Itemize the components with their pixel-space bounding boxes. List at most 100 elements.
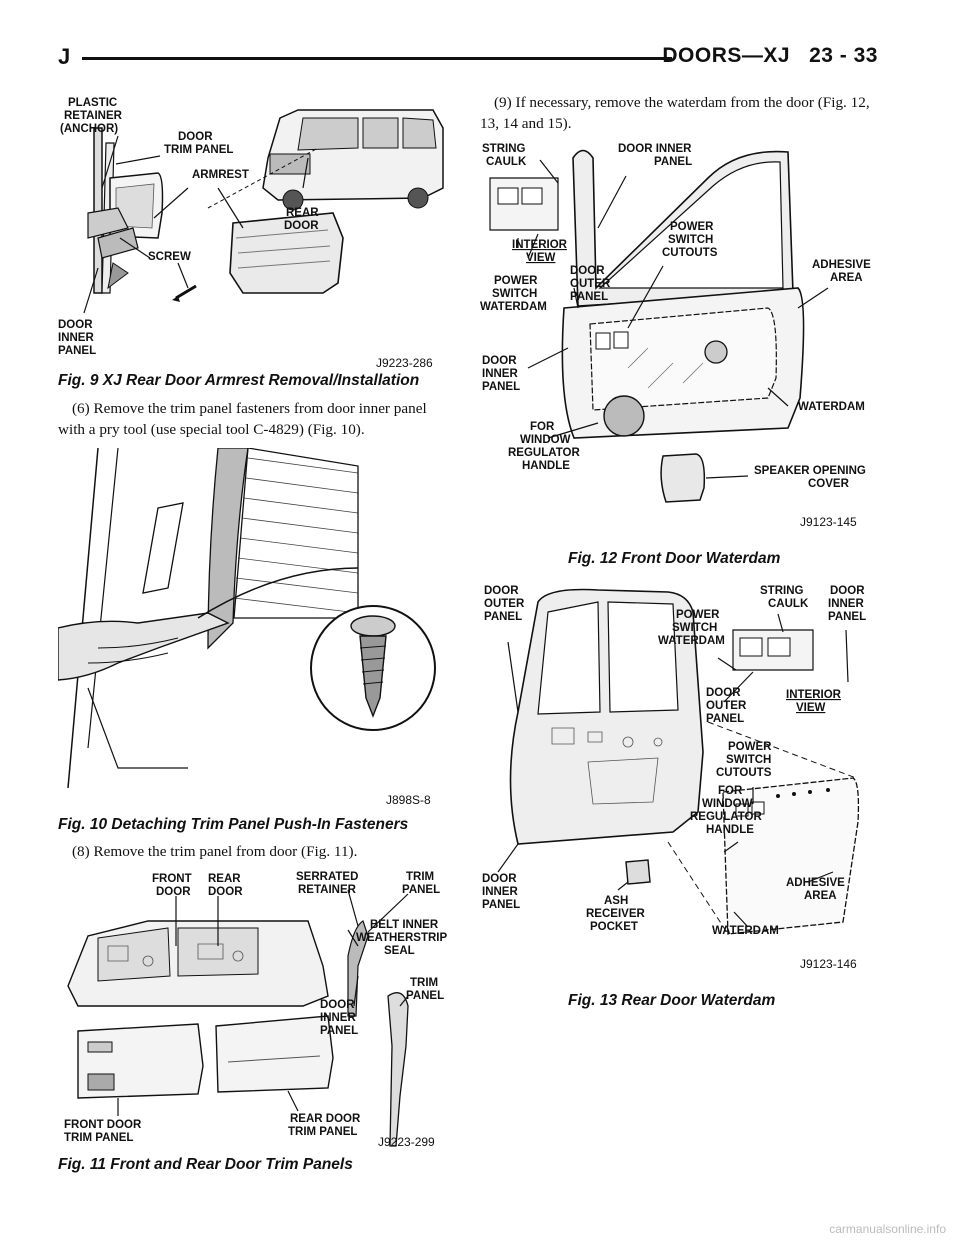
fig12-label-dip-2: PANEL <box>654 156 692 168</box>
fig12-label-pwr-1: POWER <box>670 221 714 233</box>
fig9-label-plastic-3: (ANCHOR) <box>60 123 118 135</box>
fig11-label-serrated-2: RETAINER <box>298 884 357 896</box>
fig13-label-for-1: FOR <box>718 785 743 797</box>
step-6-text: (6) Remove the trim panel fasteners from… <box>58 400 427 438</box>
fig10-hand <box>58 613 228 680</box>
header-section-title: DOORS—XJ <box>662 44 791 67</box>
step-9-text: (9) If necessary, remove the waterdam fr… <box>480 94 870 132</box>
fig11-rear-panel <box>216 1016 333 1092</box>
fig11-label-inner-3: PANEL <box>320 1025 358 1037</box>
fig11-illustration: FRONT DOOR REAR DOOR SERRATED RETAINER T… <box>58 866 458 1152</box>
fig12-speaker-cover <box>661 454 704 502</box>
fig13-label-waterdam: WATERDAM <box>712 925 779 937</box>
fig12-label-pwr-2: SWITCH <box>668 234 713 246</box>
fig12-label-dop-2: OUTER <box>570 278 611 290</box>
fig9-label-rear-1: REAR <box>286 207 319 219</box>
fig9-armrest <box>230 213 343 293</box>
watermark: carmanualsonline.info <box>829 1222 946 1236</box>
fig9-label-armrest: ARMREST <box>192 169 249 181</box>
fig13-label-din-2: INNER <box>482 886 518 898</box>
fig13-label-dop-5: OUTER <box>706 700 747 712</box>
fig11-label-belt-1: BELT INNER <box>370 919 439 931</box>
fig11-label-trim-a-2: PANEL <box>402 884 440 896</box>
fig13-label-string-2: CAULK <box>768 598 809 610</box>
fig13-label-dop-4: DOOR <box>706 687 741 699</box>
header-letter: J <box>58 44 71 69</box>
fig13-code: J9123-146 <box>800 957 857 971</box>
fig12-label-psw-2: SWITCH <box>492 288 537 300</box>
fig9-code: J9223-286 <box>376 356 433 368</box>
fig11-label-front-trim-2: TRIM PANEL <box>64 1132 133 1144</box>
fig11-label-trim-b-2: PANEL <box>406 990 444 1002</box>
fig12-label-din-3: PANEL <box>482 381 520 393</box>
fig11-label-trim-b-1: TRIM <box>410 977 438 989</box>
fig12-label-spk-1: SPEAKER OPENING <box>754 465 866 477</box>
fig13-label-for-3: REGULATOR <box>690 811 762 823</box>
fig13-waterdam <box>723 778 858 934</box>
fig11-label-rear-trim-1: REAR DOOR <box>290 1113 361 1125</box>
fig12-label-psw-1: POWER <box>494 275 538 287</box>
fig13-label-ash-1: ASH <box>604 895 628 907</box>
fig11-label-belt-3: SEAL <box>384 945 415 957</box>
fig13-label-pwr-3: CUTOUTS <box>716 767 772 779</box>
fig13-label-adh-2: AREA <box>804 890 837 902</box>
fig13-label-psw-3: WATERDAM <box>658 635 725 647</box>
fig12-label-dop-1: DOOR <box>570 265 605 277</box>
fig13-label-adh-1: ADHESIVE <box>786 877 845 889</box>
fig11-label-rear-2: DOOR <box>208 886 243 898</box>
fig13-label-dop-1: DOOR <box>484 585 519 597</box>
fig13-ash-receiver <box>626 860 650 884</box>
fig13-label-dop-2: OUTER <box>484 598 525 610</box>
fig9-label-plastic-2: RETAINER <box>64 110 123 122</box>
page-header: J DOORS—XJ 23 - 33 <box>58 44 878 72</box>
fig10-code: J898S-8 <box>386 793 431 807</box>
fig11-label-belt-2: WEATHERSTRIP <box>356 932 447 944</box>
fig13-label-dip-1: DOOR <box>830 585 865 597</box>
fig10-illustration: J898S-8 <box>58 448 458 810</box>
fig9-label-rear-2: DOOR <box>284 220 319 232</box>
fig12-label-dip-1: DOOR INNER <box>618 143 692 155</box>
fig12-label-din-1: DOOR <box>482 355 517 367</box>
fig11-label-inner-2: INNER <box>320 1012 356 1024</box>
fig9-label-trim-2: TRIM PANEL <box>164 144 233 156</box>
fig9-label-inner-2: INNER <box>58 332 94 344</box>
fig11-label-front-2: DOOR <box>156 886 191 898</box>
fig13-label-int-2: VIEW <box>796 702 826 714</box>
fig12-label-string-2: CAULK <box>486 156 527 168</box>
fig11-label-front-trim-1: FRONT DOOR <box>64 1119 142 1131</box>
fig9-illustration: PLASTIC RETAINER (ANCHOR) DOOR TRIM PANE… <box>58 88 458 370</box>
fig13-illustration: DOOR OUTER PANEL STRING CAULK DOOR INNER… <box>478 582 880 982</box>
fig11-label-serrated-1: SERRATED <box>296 871 358 883</box>
fig12-label-for-4: HANDLE <box>522 460 570 472</box>
fig13-label-dip-2: INNER <box>828 598 864 610</box>
fig13-label-din-1: DOOR <box>482 873 517 885</box>
fig11-label-inner-1: DOOR <box>320 999 355 1011</box>
fig12-label-for-1: FOR <box>530 421 555 433</box>
fig11-label-trim-a-1: TRIM <box>406 871 434 883</box>
fig12-label-string-1: STRING <box>482 143 526 155</box>
fig13-label-psw-1: POWER <box>676 609 720 621</box>
header-page-number: 23 - 33 <box>809 44 878 67</box>
fig13-label-string-1: STRING <box>760 585 804 597</box>
fig12-label-dop-3: PANEL <box>570 291 608 303</box>
fig13-label-for-2: WINDOW <box>702 798 753 810</box>
fig11-caption: Fig. 11 Front and Rear Door Trim Panels <box>58 1156 353 1173</box>
fig13-label-dop-6: PANEL <box>706 713 744 725</box>
fig12-label-adh-2: AREA <box>830 272 863 284</box>
fig12-label-int-1: INTERIOR <box>512 239 568 251</box>
fig13-label-psw-2: SWITCH <box>672 622 717 634</box>
fig13-label-ash-2: RECEIVER <box>586 908 645 920</box>
fig11-label-rear-trim-2: TRIM PANEL <box>288 1126 357 1138</box>
fig12-label-pwr-3: CUTOUTS <box>662 247 718 259</box>
fig13-label-ash-3: POCKET <box>590 921 638 933</box>
fig13-label-pwr-1: POWER <box>728 741 772 753</box>
fig13-label-for-4: HANDLE <box>706 824 754 836</box>
fig11-label-rear-1: REAR <box>208 873 241 885</box>
fig13-label-pwr-2: SWITCH <box>726 754 771 766</box>
fig12-label-int-2: VIEW <box>526 252 556 264</box>
fig9-label-inner-3: PANEL <box>58 345 96 357</box>
fig13-label-dip-3: PANEL <box>828 611 866 623</box>
fig9-label-screw: SCREW <box>148 251 191 263</box>
fig11-code: J9223-299 <box>378 1135 435 1149</box>
fig12-label-din-2: INNER <box>482 368 518 380</box>
